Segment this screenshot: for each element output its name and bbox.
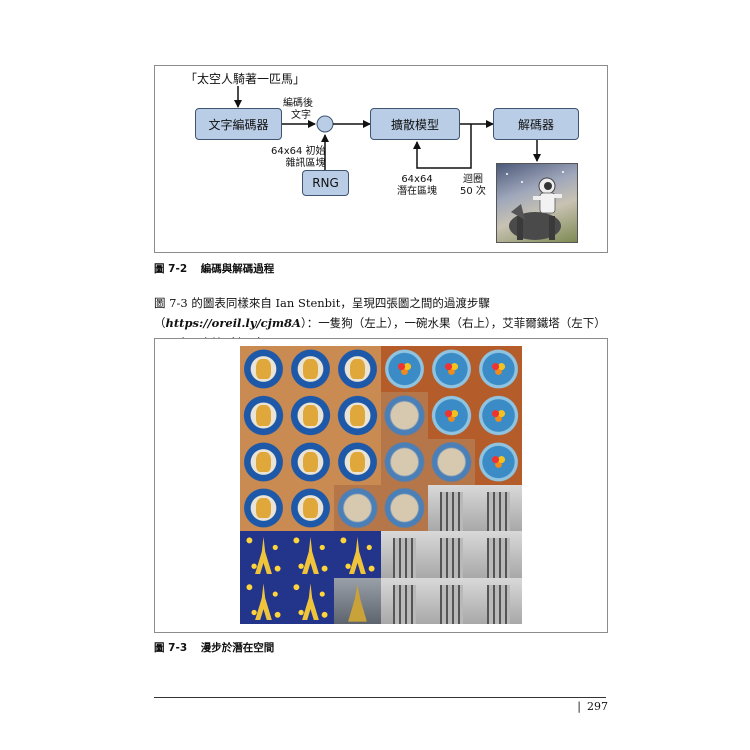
caption-number: 圖 7-3 (154, 642, 188, 654)
prompt-text: 「太空人騎著一匹馬」 (185, 72, 306, 86)
grid-tile-dog (240, 392, 287, 439)
figure-7-2: 「太空人騎著一匹馬」 文字編碼器 擴散模型 解碼器 RNG 編碼後 文字 64x… (154, 65, 608, 253)
page-number: |297 (577, 700, 608, 713)
figure-7-2-caption: 圖 7-2 編碼與解碼過程 (154, 261, 274, 276)
page-separator: | (577, 700, 581, 713)
grid-tile-mixtb (334, 577, 381, 624)
grid-tile-dog (287, 346, 334, 393)
grid-tile-dog (240, 484, 287, 532)
caption-number: 圖 7-2 (154, 263, 188, 275)
grid-tile-dog (334, 392, 381, 439)
grid-tile-mixdf (381, 392, 428, 439)
grid-tile-mixdf (381, 438, 428, 485)
grid-tile-dog (334, 346, 381, 393)
grid-tile-bldg (475, 577, 522, 624)
grid-tile-fruit (381, 346, 428, 393)
latent-space-image-grid (240, 346, 522, 624)
grid-tile-bldg (381, 577, 428, 624)
initial-noise-label: 64x64 初始 雜訊區塊 (271, 146, 326, 169)
grid-tile-bldg (428, 531, 475, 578)
astronaut-illustration (506, 171, 564, 240)
grid-tile-tower (287, 531, 334, 578)
grid-tile-dog (240, 346, 287, 393)
reference-link[interactable]: https://oreil.ly/cjm8A (165, 316, 301, 330)
grid-tile-fruit (428, 346, 475, 393)
diffusion-model-label: 擴散模型 (390, 117, 439, 132)
grid-tile-dog (334, 438, 381, 485)
footer-divider (154, 697, 606, 698)
grid-tile-fruit (475, 346, 522, 393)
encoded-text-label: 編碼後 文字 (283, 98, 313, 121)
decoder-label: 解碼器 (517, 117, 554, 132)
grid-tile-bldg (381, 531, 428, 578)
grid-tile-mixdf (381, 484, 428, 532)
grid-tile-dog (287, 438, 334, 485)
grid-tile-bldg (475, 484, 522, 532)
grid-tile-fruit (428, 392, 475, 439)
latent-block-label: 64x64 潛在區塊 (397, 174, 437, 197)
grid-tile-tower (240, 531, 287, 578)
grid-tile-tower (334, 531, 381, 578)
loop-connector (413, 124, 472, 169)
grid-tile-dog (240, 438, 287, 485)
decoder-node: 解碼器 (493, 108, 579, 140)
rng-node: RNG (302, 170, 349, 196)
grid-tile-bldg (428, 484, 475, 532)
figure-7-3-caption: 圖 7-3 漫步於潛在空間 (154, 640, 274, 655)
grid-tile-tower (240, 577, 287, 624)
text-encoder-node: 文字編碼器 (195, 108, 282, 140)
caption-title: 漫步於潛在空間 (200, 642, 275, 654)
astronaut-riding-horse-image (496, 163, 578, 243)
diffusion-model-node: 擴散模型 (370, 108, 460, 140)
text-encoder-label: 文字編碼器 (208, 117, 269, 132)
caption-title: 編碼與解碼過程 (200, 263, 275, 275)
grid-tile-mixdf (334, 484, 381, 532)
grid-tile-bldg (475, 531, 522, 578)
combiner-node (316, 115, 334, 133)
loop-count-label: 迴圈 50 次 (460, 174, 486, 197)
grid-tile-tower (287, 577, 334, 624)
grid-tile-dog (287, 392, 334, 439)
rng-label: RNG (312, 176, 339, 190)
grid-tile-fruit (475, 438, 522, 485)
grid-tile-dog (287, 484, 334, 532)
diagram-connectors (234, 86, 541, 170)
grid-tile-mixdf (428, 438, 475, 485)
grid-tile-bldg (428, 577, 475, 624)
grid-tile-fruit (475, 392, 522, 439)
